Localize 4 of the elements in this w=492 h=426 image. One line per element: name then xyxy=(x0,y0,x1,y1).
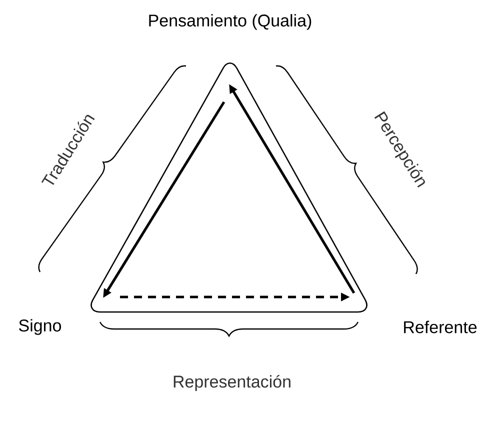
vertex-label: Signo xyxy=(19,319,62,335)
bracket-label: Representación xyxy=(174,374,290,392)
vertex-label: Referente xyxy=(404,320,477,334)
vertex-label: Pensamiento (Qualia) xyxy=(149,14,312,30)
